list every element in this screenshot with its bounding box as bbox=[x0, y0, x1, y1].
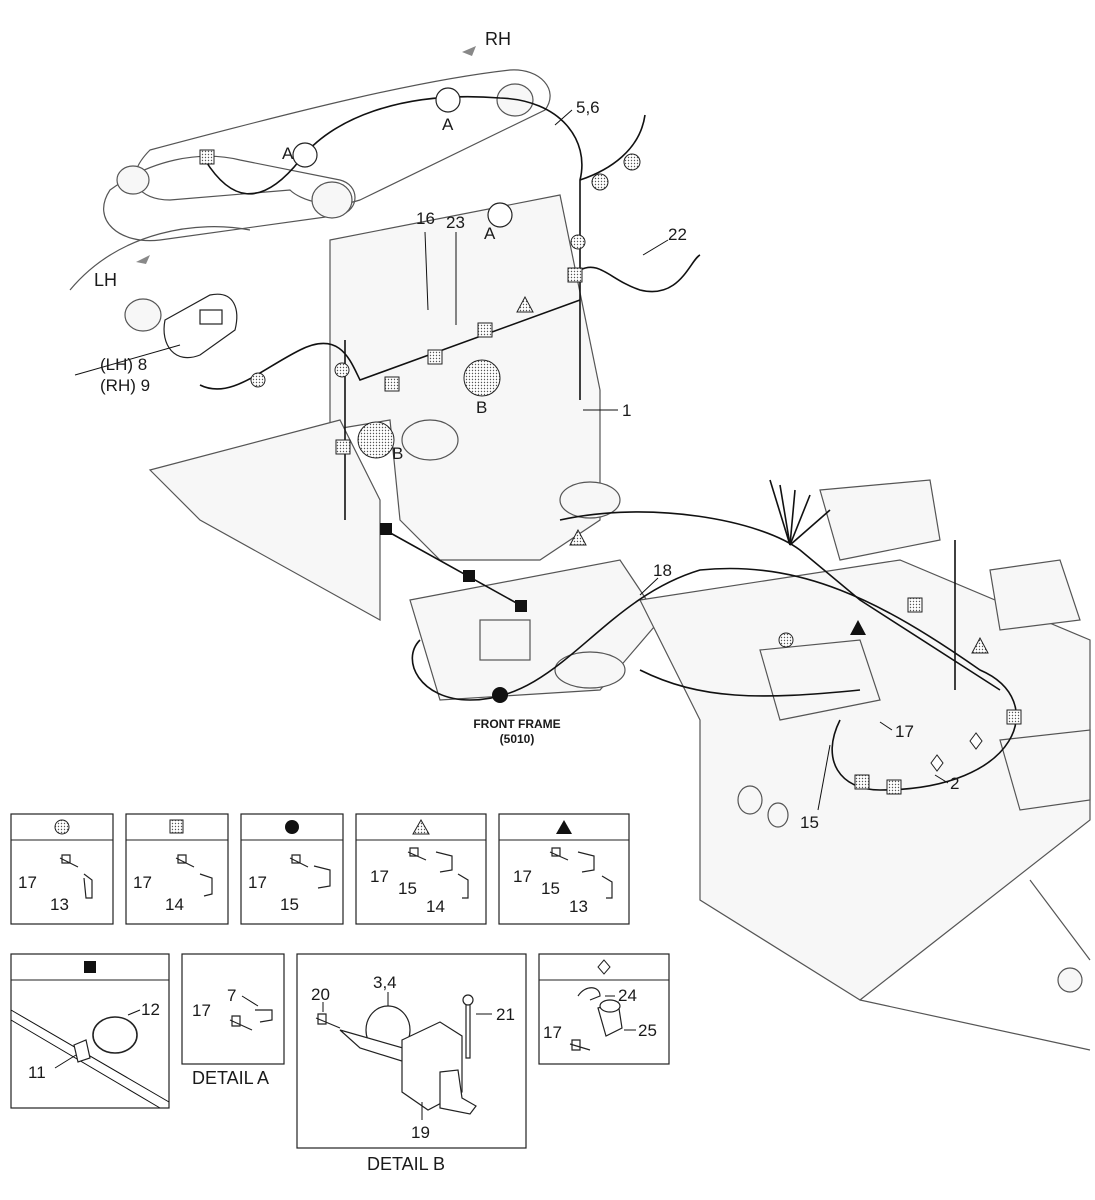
legend-box-diamond: 24 17 25 bbox=[538, 953, 670, 1065]
label-a-1: A bbox=[282, 144, 294, 163]
label-b-2: B bbox=[392, 444, 403, 463]
detail-b-title: DETAIL B bbox=[367, 1154, 445, 1174]
label-22: 22 bbox=[668, 225, 687, 244]
legend-5-label-b: 15 bbox=[541, 879, 560, 898]
clamp-label-11: 11 bbox=[28, 1063, 46, 1082]
detail-b-label-3-4: 3,4 bbox=[373, 973, 397, 992]
harness-symbols bbox=[199, 149, 1022, 795]
label-16: 16 bbox=[416, 209, 435, 228]
label-2: 2 bbox=[950, 774, 959, 793]
legend-box-dotted-triangle: 17 15 14 bbox=[355, 813, 487, 925]
legend-3-label-b: 15 bbox=[280, 895, 299, 914]
diamond-label-24: 24 bbox=[618, 986, 637, 1005]
diamond-icon bbox=[597, 959, 611, 975]
label-a-2: A bbox=[442, 115, 454, 134]
label-8: (LH) 8 bbox=[100, 355, 147, 374]
legend-5-label-a: 17 bbox=[513, 867, 532, 886]
rh-arrow-icon bbox=[462, 46, 476, 56]
legend-2-label-a: 17 bbox=[133, 873, 152, 892]
legend-box-dotted-circle: 17 13 bbox=[10, 813, 114, 925]
label-b-1: B bbox=[476, 398, 487, 417]
label-1: 1 bbox=[622, 401, 631, 420]
beacon-lamp bbox=[163, 293, 238, 359]
detail-a-title: DETAIL A bbox=[192, 1068, 269, 1088]
dotted-circle-icon bbox=[54, 819, 70, 835]
legend-1-label-a: 17 bbox=[18, 873, 37, 892]
legend-4-label-a: 17 bbox=[370, 867, 389, 886]
detail-b-label-21: 21 bbox=[496, 1005, 515, 1024]
label-15: 15 bbox=[800, 813, 819, 832]
clamp-label-12: 12 bbox=[141, 1000, 160, 1019]
detail-a-label-7: 7 bbox=[227, 986, 236, 1005]
black-square-icon bbox=[84, 961, 96, 973]
rear-frame bbox=[639, 479, 1091, 1051]
diamond-label-17: 17 bbox=[543, 1023, 562, 1042]
lh-arrow-icon bbox=[136, 255, 150, 264]
detail-b-label-19: 19 bbox=[411, 1123, 430, 1142]
black-circle-icon bbox=[285, 820, 299, 834]
legend-1-label-b: 13 bbox=[50, 895, 69, 914]
detail-a-label-17: 17 bbox=[192, 1001, 211, 1020]
label-lh: LH bbox=[94, 270, 117, 290]
legend-box-black-triangle: 17 15 13 bbox=[498, 813, 630, 925]
label-rh: RH bbox=[485, 29, 511, 49]
label-front-frame-code: (5010) bbox=[500, 732, 535, 746]
label-18: 18 bbox=[653, 561, 672, 580]
legend-2-label-b: 14 bbox=[165, 895, 184, 914]
label-5-6: 5,6 bbox=[576, 98, 600, 117]
label-front-frame: FRONT FRAME bbox=[473, 717, 560, 731]
legend-4-label-b: 15 bbox=[398, 879, 417, 898]
legend-box-black-circle: 17 15 bbox=[240, 813, 344, 925]
label-23: 23 bbox=[446, 213, 465, 232]
label-17: 17 bbox=[895, 722, 914, 741]
label-a-3: A bbox=[484, 224, 496, 243]
detail-a-markers bbox=[292, 87, 513, 228]
front-frame bbox=[148, 194, 661, 701]
dotted-triangle-icon bbox=[412, 818, 430, 835]
legend-5-label-c: 13 bbox=[569, 897, 588, 916]
detail-b-label-20: 20 bbox=[311, 985, 330, 1004]
legend-3-label-a: 17 bbox=[248, 873, 267, 892]
diamond-label-25: 25 bbox=[638, 1021, 657, 1040]
dotted-square-icon bbox=[169, 819, 184, 834]
legend-box-black-square: 12 11 bbox=[10, 953, 170, 1109]
callout-labels: RH LH A A A B B 5,6 16 23 22 1 (LH) 8 (R… bbox=[74, 29, 959, 832]
detail-a-box: 7 17 DETAIL A bbox=[181, 953, 285, 1088]
detail-b-box: 20 3,4 21 19 DETAIL B bbox=[296, 953, 527, 1174]
black-triangle-icon bbox=[556, 820, 572, 834]
legend-box-dotted-square: 17 14 bbox=[125, 813, 229, 925]
label-9: (RH) 9 bbox=[100, 376, 150, 395]
legend-4-label-c: 14 bbox=[426, 897, 445, 916]
